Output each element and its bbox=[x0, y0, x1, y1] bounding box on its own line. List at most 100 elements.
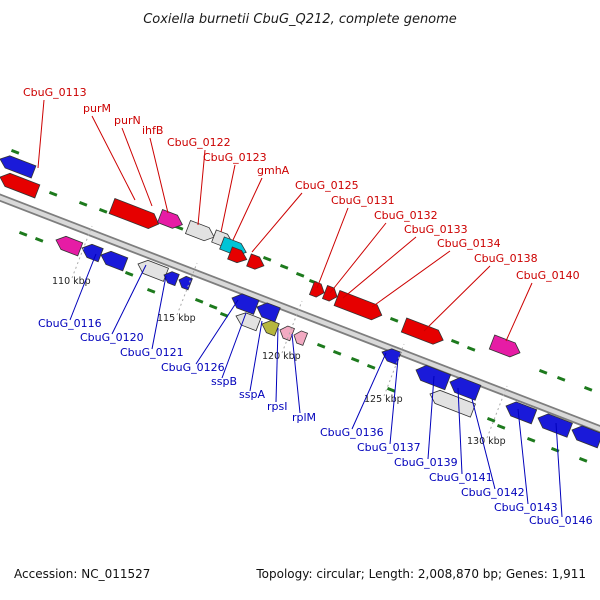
gene-arrow[interactable] bbox=[503, 399, 538, 425]
gene-arrow[interactable] bbox=[333, 290, 385, 323]
leader-line bbox=[151, 275, 167, 350]
scale-marker-label: 115 kbp bbox=[157, 313, 196, 324]
feature-tick bbox=[332, 350, 342, 356]
gene-label[interactable]: CbuG_0143 bbox=[494, 501, 558, 514]
gene-label[interactable]: CbuG_0137 bbox=[357, 441, 421, 454]
scale-tick-line bbox=[71, 225, 93, 279]
gene-arrow[interactable] bbox=[535, 411, 573, 438]
feature-tick bbox=[578, 457, 588, 463]
gene-arrow[interactable] bbox=[0, 153, 37, 179]
leader-line bbox=[471, 398, 496, 490]
feature-tick bbox=[496, 424, 506, 430]
gene-label[interactable]: CbuG_0126 bbox=[161, 361, 225, 374]
gene-arrow[interactable] bbox=[488, 334, 522, 360]
gene-label[interactable]: CbuG_0136 bbox=[320, 426, 384, 439]
feature-tick bbox=[486, 417, 496, 423]
leader-line bbox=[505, 282, 533, 342]
feature-tick bbox=[78, 201, 88, 207]
gene-label[interactable]: CbuG_0146 bbox=[529, 514, 593, 527]
scale-tick-line bbox=[281, 300, 303, 354]
gene-arrow[interactable] bbox=[254, 300, 281, 323]
feature-tick bbox=[316, 343, 326, 349]
gene-arrow[interactable] bbox=[308, 280, 326, 299]
gene-label[interactable]: CbuG_0125 bbox=[295, 179, 359, 192]
leader-line bbox=[351, 352, 387, 430]
gene-arrow[interactable] bbox=[98, 248, 129, 272]
leader-line bbox=[427, 375, 435, 460]
gene-label[interactable]: rpsI bbox=[267, 400, 287, 413]
gene-label[interactable]: CbuG_0138 bbox=[474, 252, 538, 265]
gene-label[interactable]: CbuG_0123 bbox=[203, 151, 267, 164]
gene-label[interactable]: CbuG_0122 bbox=[167, 136, 231, 149]
leader-line bbox=[342, 236, 417, 299]
gene-label[interactable]: CbuG_0116 bbox=[38, 317, 102, 330]
gene-label[interactable]: rplM bbox=[292, 411, 316, 424]
gene-label[interactable]: CbuG_0120 bbox=[80, 331, 144, 344]
leader-line bbox=[37, 99, 45, 169]
gene-arrow[interactable] bbox=[108, 198, 161, 232]
leader-line bbox=[389, 358, 399, 445]
gene-label[interactable]: CbuG_0131 bbox=[331, 194, 395, 207]
gene-label[interactable]: CbuG_0139 bbox=[394, 456, 458, 469]
gene-arrow[interactable] bbox=[234, 310, 262, 332]
gene-arrow[interactable] bbox=[53, 233, 84, 257]
feature-tick bbox=[295, 272, 305, 278]
leader-line bbox=[291, 333, 301, 414]
gene-label[interactable]: CbuG_0132 bbox=[374, 209, 438, 222]
gene-label[interactable]: CbuG_0134 bbox=[437, 237, 501, 250]
scale-tick-line bbox=[383, 343, 405, 397]
gene-label[interactable]: purM bbox=[83, 102, 111, 115]
gene-arrow[interactable] bbox=[246, 253, 267, 272]
gene-arrow[interactable] bbox=[292, 329, 309, 346]
leader-line bbox=[316, 207, 349, 289]
gene-arrow[interactable] bbox=[229, 291, 260, 315]
leader-line bbox=[329, 222, 387, 294]
gene-label[interactable]: CbuG_0121 bbox=[120, 346, 184, 359]
feature-tick bbox=[48, 191, 58, 197]
scale-marker-label: 120 kbp bbox=[262, 351, 301, 362]
gene-arrow[interactable] bbox=[569, 423, 600, 449]
gene-arrow[interactable] bbox=[177, 274, 193, 291]
gene-arrow[interactable] bbox=[400, 317, 446, 347]
gene-arrow[interactable] bbox=[184, 219, 216, 243]
gene-label[interactable]: sspB bbox=[211, 375, 237, 388]
gene-arrow[interactable] bbox=[260, 318, 280, 337]
gene-label[interactable]: CbuG_0113 bbox=[23, 86, 87, 99]
feature-tick bbox=[208, 304, 218, 310]
gene-label[interactable]: purN bbox=[114, 114, 141, 127]
gene-label[interactable]: CbuG_0140 bbox=[516, 269, 580, 282]
feature-tick bbox=[583, 386, 593, 392]
gene-label[interactable]: ihfB bbox=[142, 124, 163, 137]
leader-line bbox=[121, 127, 153, 207]
feature-tick bbox=[350, 357, 360, 363]
scale-marker-label: 130 kbp bbox=[467, 436, 506, 447]
gene-label[interactable]: CbuG_0141 bbox=[429, 471, 493, 484]
gene-arrow[interactable] bbox=[79, 241, 104, 263]
leader-line bbox=[555, 422, 563, 518]
leader-line bbox=[517, 408, 529, 505]
feature-tick bbox=[386, 387, 396, 393]
gene-arrow[interactable] bbox=[0, 170, 41, 199]
gene-label[interactable]: CbuG_0133 bbox=[404, 223, 468, 236]
feature-tick bbox=[18, 231, 28, 237]
gene-arrow[interactable] bbox=[413, 363, 452, 391]
gene-label[interactable]: CbuG_0142 bbox=[461, 486, 525, 499]
feature-tick bbox=[366, 364, 376, 370]
feature-tick bbox=[389, 317, 399, 323]
leader-line bbox=[457, 387, 463, 475]
feature-tick bbox=[34, 237, 44, 243]
gene-label[interactable]: sspA bbox=[239, 388, 265, 401]
feature-tick bbox=[124, 271, 134, 277]
footer-bar: Accession: NC_011527 Topology: circular;… bbox=[0, 567, 600, 581]
gene-arrow[interactable] bbox=[156, 208, 184, 231]
feature-tick bbox=[98, 208, 108, 214]
leader-line bbox=[232, 177, 263, 241]
feature-tick bbox=[450, 339, 460, 345]
leader-line bbox=[149, 137, 169, 214]
page-title: Coxiella burnetii CbuG_Q212, complete ge… bbox=[143, 12, 457, 27]
gene-arrow[interactable] bbox=[227, 246, 249, 266]
gene-arrow[interactable] bbox=[278, 324, 295, 342]
gene-label[interactable]: gmhA bbox=[257, 164, 290, 177]
gene-arrow[interactable] bbox=[447, 375, 482, 401]
